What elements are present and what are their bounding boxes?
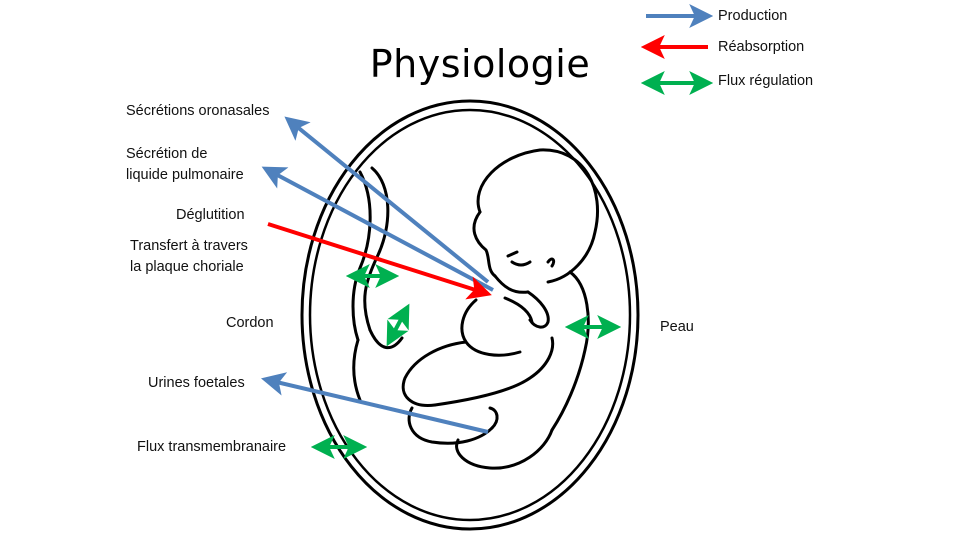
label-chorial-transfer-line2: la plaque choriale <box>130 259 244 275</box>
legend-label-production: Production <box>718 8 788 24</box>
label-chorial-transfer-line1: Transfert à travers <box>130 238 248 254</box>
legend-label-reabsorption: Réabsorption <box>718 39 805 55</box>
arrow-swallowing <box>267 222 492 300</box>
label-transmembrane-flux: Flux transmembranaire <box>137 439 287 455</box>
label-skin: Peau <box>660 319 694 335</box>
amniotic-sac-outer <box>300 99 640 531</box>
label-swallowing: Déglutition <box>176 207 245 223</box>
label-cord: Cordon <box>226 315 274 331</box>
arrow-oronasal-secretions <box>284 116 490 284</box>
page-title: Physiologie <box>369 42 591 86</box>
arrow-pulmonary-fluid <box>261 166 494 292</box>
amniotic-sac-inner <box>308 108 632 522</box>
arrow-fetal-urine <box>260 372 489 434</box>
arrow-flux-cord <box>386 303 410 347</box>
label-pulmonary-fluid-line1: Sécrétion de <box>126 146 208 162</box>
label-oronasal-secretions: Sécrétions oronasales <box>126 103 270 119</box>
legend-label-regulation: Flux régulation <box>718 73 814 89</box>
label-fetal-urine: Urines foetales <box>148 375 245 391</box>
fetus-drawing <box>351 148 600 470</box>
label-pulmonary-fluid-line2: liquide pulmonaire <box>126 167 244 183</box>
